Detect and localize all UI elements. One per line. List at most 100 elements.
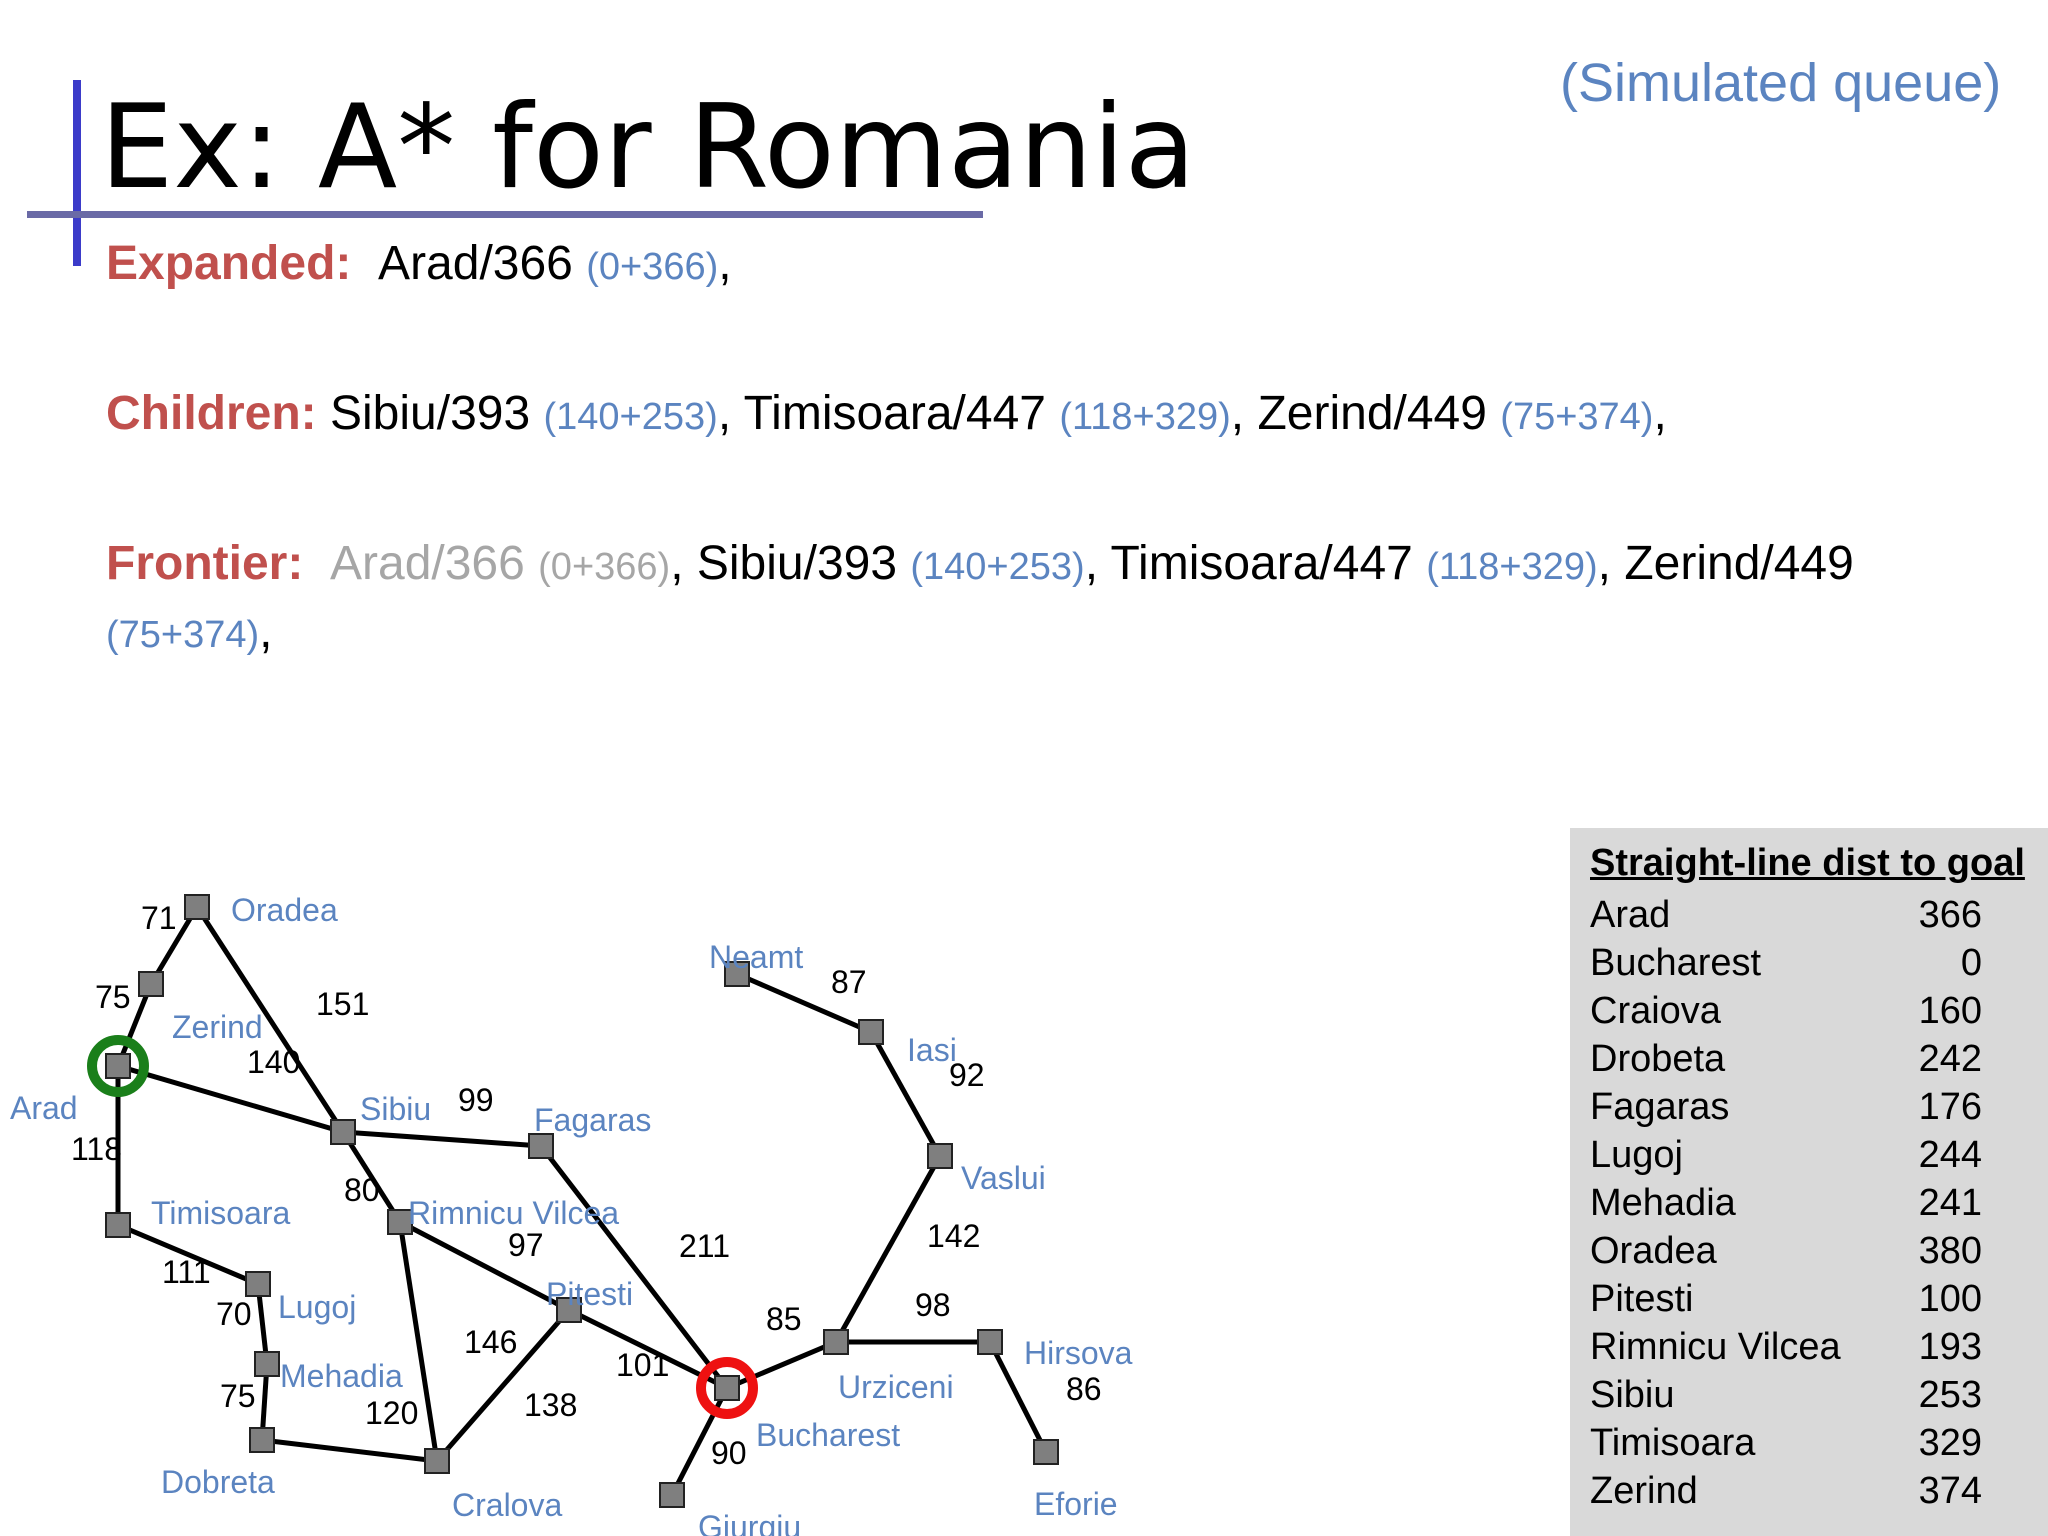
road-dobreta-craiova bbox=[261, 1437, 438, 1464]
city-node-sibiu bbox=[330, 1119, 356, 1145]
road-cost-label: 71 bbox=[141, 900, 177, 936]
road-rimnicu-pitesti bbox=[398, 1219, 571, 1313]
city-label-zerind: Zerind bbox=[172, 1009, 263, 1045]
child-node: Sibiu/393 bbox=[330, 387, 531, 440]
road-bucharest-urziceni bbox=[726, 1339, 837, 1391]
city-label-pitesti: Pitesti bbox=[546, 1276, 633, 1312]
road-cost-label: 140 bbox=[247, 1044, 300, 1080]
city-node-arad bbox=[105, 1053, 131, 1079]
city-node-pitesti bbox=[556, 1297, 582, 1323]
road-timisoara-lugoj bbox=[117, 1222, 259, 1287]
road-cost-label: 97 bbox=[508, 1227, 544, 1263]
road-cost-label: 85 bbox=[766, 1301, 802, 1337]
child-cost: (140+253) bbox=[543, 396, 718, 438]
city-label-neamt: Neamt bbox=[709, 939, 803, 975]
city-node-mehadia bbox=[254, 1351, 280, 1377]
road-oradea-sibiu bbox=[194, 905, 346, 1134]
city-label-iasi: Iasi bbox=[907, 1032, 957, 1068]
road-sibiu-fagaras bbox=[342, 1129, 542, 1149]
road-vaslui-iasi bbox=[868, 1030, 943, 1158]
frontier-line: Frontier: Arad/366 (0+366), Sibiu/393 (1… bbox=[106, 537, 1854, 590]
table-row: Lugoj 244 bbox=[1590, 1134, 1982, 1182]
table-row: Zerind 374 bbox=[1590, 1470, 1982, 1518]
table-distance: 100 bbox=[1918, 1278, 1982, 1320]
city-node-fagaras bbox=[528, 1133, 554, 1159]
city-node-lugoj bbox=[245, 1271, 271, 1297]
table-city: Rimnicu Vilcea bbox=[1590, 1326, 1841, 1368]
city-node-neamt bbox=[724, 961, 750, 987]
child-cost: (75+374) bbox=[1500, 396, 1654, 438]
city-label-urziceni: Urziceni bbox=[838, 1369, 954, 1405]
table-city: Bucharest bbox=[1590, 942, 1762, 984]
road-hirsova-eforie bbox=[987, 1340, 1049, 1454]
city-node-urziceni bbox=[823, 1329, 849, 1355]
table-city: Fagaras bbox=[1590, 1086, 1730, 1128]
table-city: Timisoara bbox=[1590, 1422, 1756, 1464]
city-node-iasi bbox=[858, 1019, 884, 1045]
road-urziceni-vaslui bbox=[833, 1154, 943, 1344]
road-cost-label: 92 bbox=[949, 1057, 985, 1093]
slide-subtitle: (Simulated queue) bbox=[1560, 53, 2002, 113]
city-node-bucharest bbox=[714, 1375, 740, 1401]
title-accent-bar bbox=[73, 80, 81, 266]
child-node: Timisoara/447 bbox=[743, 387, 1046, 440]
road-cost-label: 87 bbox=[831, 964, 867, 1000]
table-distance: 242 bbox=[1918, 1038, 1982, 1080]
frontier-cost: (118+329) bbox=[1426, 546, 1598, 588]
table-city: Zerind bbox=[1590, 1470, 1698, 1512]
road-lugoj-mehadia bbox=[255, 1283, 270, 1365]
table-distance: 380 bbox=[1918, 1230, 1982, 1272]
city-label-arad: Arad bbox=[10, 1090, 78, 1126]
table-row: Fagaras 176 bbox=[1590, 1086, 1982, 1134]
city-node-vaslui bbox=[927, 1143, 953, 1169]
road-cost-label: 70 bbox=[216, 1296, 252, 1332]
road-cost-label: 75 bbox=[95, 979, 131, 1015]
table-city: Oradea bbox=[1590, 1230, 1717, 1272]
city-node-oradea bbox=[184, 894, 210, 920]
expanded-line: Expanded: Arad/366 (0+366), bbox=[106, 237, 732, 290]
road-cost-label: 86 bbox=[1066, 1371, 1102, 1407]
city-node-hirsova bbox=[977, 1329, 1003, 1355]
table-row: Oradea 380 bbox=[1590, 1230, 1982, 1278]
table-distance: 176 bbox=[1918, 1086, 1982, 1128]
road-cost-label: 75 bbox=[220, 1378, 256, 1414]
expanded-node: Arad/366 bbox=[378, 237, 573, 290]
city-label-timisoara: Timisoara bbox=[151, 1195, 290, 1231]
road-sibiu-rimnicu bbox=[340, 1130, 403, 1224]
road-cost-label: 99 bbox=[458, 1082, 494, 1118]
highlight-rings bbox=[87, 1035, 758, 1419]
city-label-mehadia: Mehadia bbox=[280, 1358, 403, 1394]
start-ring bbox=[87, 1035, 149, 1097]
table-city: Mehadia bbox=[1590, 1182, 1736, 1224]
table-title: Straight-line dist to goal bbox=[1590, 842, 2025, 884]
children-line: Children: Sibiu/393 (140+253), Timisoara… bbox=[106, 387, 1667, 440]
title-underline bbox=[27, 211, 983, 218]
road-cost-label: 120 bbox=[365, 1395, 418, 1431]
city-label-fagaras: Fagaras bbox=[534, 1102, 651, 1138]
table-city: Lugoj bbox=[1590, 1134, 1683, 1176]
road-fagaras-bucharest bbox=[539, 1144, 729, 1390]
city-nodes bbox=[105, 894, 1059, 1508]
goal-ring bbox=[696, 1357, 758, 1419]
child-cost: (118+329) bbox=[1059, 396, 1231, 438]
city-label-craiova: Cralova bbox=[452, 1487, 562, 1523]
table-city: Arad bbox=[1590, 894, 1671, 936]
table-distance: 329 bbox=[1918, 1422, 1982, 1464]
city-label-rimnicu: Rimnicu Vilcea bbox=[408, 1195, 619, 1231]
road-rimnicu-craiova bbox=[397, 1221, 440, 1462]
city-node-dobreta bbox=[249, 1427, 275, 1453]
table-distance: 366 bbox=[1918, 894, 1982, 936]
table-distance: 374 bbox=[1918, 1470, 1982, 1512]
city-label-oradea: Oradea bbox=[231, 892, 338, 928]
frontier-line-continued: (75+374), bbox=[106, 605, 273, 658]
city-label-vaslui: Vaslui bbox=[961, 1160, 1046, 1196]
city-label-hirsova: Hirsova bbox=[1024, 1335, 1133, 1371]
table-distance: 244 bbox=[1918, 1134, 1982, 1176]
